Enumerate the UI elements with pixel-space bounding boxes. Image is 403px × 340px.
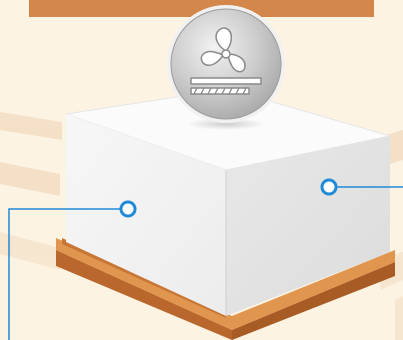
right-marker bbox=[322, 180, 336, 194]
left-marker bbox=[121, 202, 135, 216]
